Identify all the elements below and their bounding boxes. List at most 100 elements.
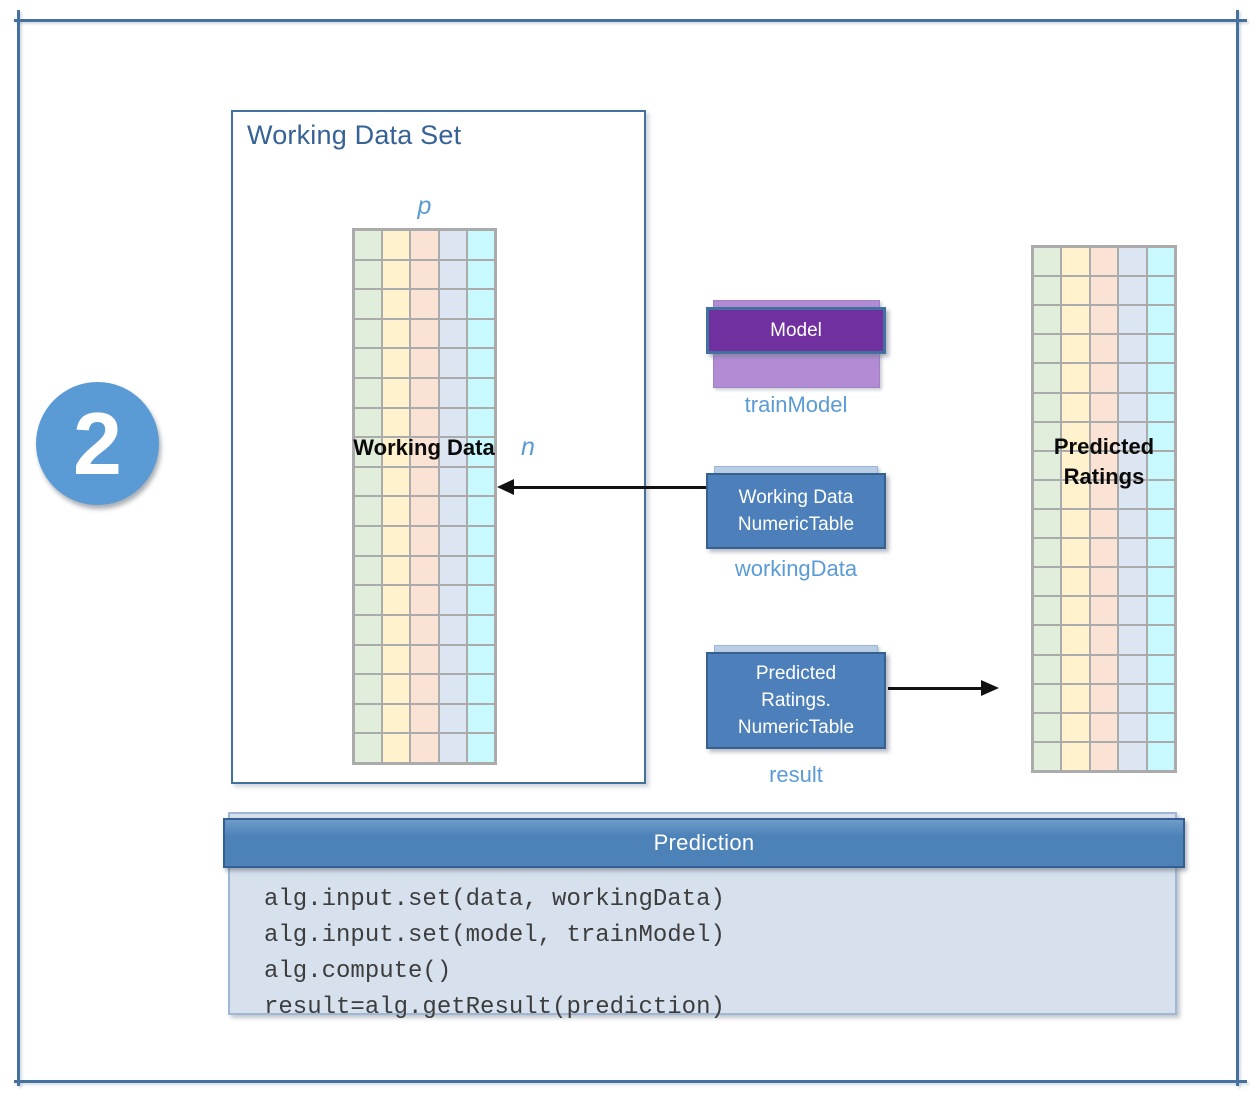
grid-cell (354, 614, 383, 645)
grid-cell (1118, 247, 1147, 277)
grid-cell (438, 496, 467, 527)
grid-cell (382, 378, 411, 408)
grid-cell (466, 289, 495, 319)
frame-border-bottom (14, 1080, 1247, 1083)
step-number: 2 (73, 393, 122, 493)
grid-cell (1089, 654, 1119, 684)
grid-cell (410, 348, 439, 379)
grid-cell (1061, 712, 1090, 742)
grid-cell (438, 230, 467, 260)
grid-cell (382, 496, 411, 527)
grid-cell (382, 614, 411, 645)
grid-cell (466, 318, 495, 349)
grid-cell (410, 674, 439, 704)
grid-cell (1089, 247, 1119, 277)
grid-cell (466, 644, 495, 675)
grid-cell (354, 230, 383, 260)
grid-cell (382, 526, 411, 556)
grid-cell (1146, 392, 1175, 422)
predicted-ratings-grid (1031, 245, 1177, 773)
predicted-ratings-numerictable-box: Predicted Ratings. NumericTable (706, 652, 886, 749)
grid-cell (410, 733, 439, 763)
result-caption: result (769, 762, 823, 787)
grid-cell (354, 703, 383, 734)
arrow-to-working-data (513, 486, 708, 489)
grid-cell (438, 674, 467, 704)
grid-cell (466, 555, 495, 586)
grid-cell (466, 703, 495, 734)
grid-cell (410, 644, 439, 675)
code-line: result=alg.getResult(prediction) (264, 994, 725, 1021)
grid-cell (354, 496, 383, 527)
grid-cell (1146, 741, 1175, 771)
grid-cell (1118, 508, 1147, 539)
working-data-set-title: Working Data Set (247, 120, 462, 150)
grid-cell (438, 348, 467, 379)
grid-cell (410, 318, 439, 349)
grid-cell (1089, 305, 1119, 335)
grid-cell (1146, 247, 1175, 277)
grid-cell (354, 733, 383, 763)
grid-cell (410, 555, 439, 586)
grid-cell (1061, 538, 1090, 568)
grid-cell (354, 585, 383, 615)
grid-cell (438, 318, 467, 349)
grid-cell (1118, 625, 1147, 655)
grid-cell (1061, 363, 1090, 393)
arrow-to-predicted-ratings-head (981, 680, 999, 696)
grid-cell (466, 674, 495, 704)
grid-cell (1089, 334, 1119, 364)
grid-cell (1146, 450, 1175, 480)
grid-cell (466, 733, 495, 763)
grid-cell (1033, 392, 1062, 422)
grid-cell (1146, 479, 1175, 509)
grid-cell (382, 259, 411, 290)
grid-cell (382, 407, 411, 438)
grid-cell (1033, 625, 1062, 655)
frame-border-right (1236, 10, 1239, 1086)
grid-cell (466, 585, 495, 615)
grid-cell (466, 230, 495, 260)
grid-cell (410, 289, 439, 319)
code-line: alg.input.set(data, workingData) (264, 886, 725, 913)
grid-cell (466, 437, 495, 467)
grid-cell (1061, 421, 1090, 451)
grid-cell (1118, 567, 1147, 597)
grid-cell (1033, 276, 1062, 306)
grid-cell (382, 674, 411, 704)
grid-cell (1146, 421, 1175, 451)
grid-cell (354, 259, 383, 290)
grid-cell (354, 378, 383, 408)
step-number-badge: 2 (36, 382, 159, 505)
grid-cell (438, 259, 467, 290)
grid-cell (438, 585, 467, 615)
frame-border-left (17, 10, 20, 1086)
model-box: Model (706, 307, 886, 354)
grid-cell (382, 703, 411, 734)
grid-cell (1146, 305, 1175, 335)
code-line: alg.input.set(model, trainModel) (264, 922, 725, 949)
grid-cell (466, 348, 495, 379)
code-line: alg.compute() (264, 958, 452, 985)
grid-cell (466, 614, 495, 645)
grid-cell (382, 348, 411, 379)
grid-cell (354, 526, 383, 556)
columns-dimension-label: p (417, 192, 432, 220)
grid-cell (1061, 479, 1090, 509)
grid-cell (410, 585, 439, 615)
grid-cell (1061, 683, 1090, 713)
grid-cell (1089, 450, 1119, 480)
rows-dimension-label: n (521, 433, 535, 461)
result-table-line2: Ratings. (761, 690, 831, 711)
grid-cell (1118, 421, 1147, 451)
grid-cell (410, 703, 439, 734)
arrow-to-predicted-ratings (888, 687, 982, 690)
grid-cell (1033, 305, 1062, 335)
grid-cell (1146, 654, 1175, 684)
prediction-header-bar: Prediction (223, 818, 1185, 868)
grid-cell (1089, 421, 1119, 451)
grid-cell (354, 289, 383, 319)
grid-cell (1061, 625, 1090, 655)
grid-cell (1061, 450, 1090, 480)
grid-cell (1089, 683, 1119, 713)
